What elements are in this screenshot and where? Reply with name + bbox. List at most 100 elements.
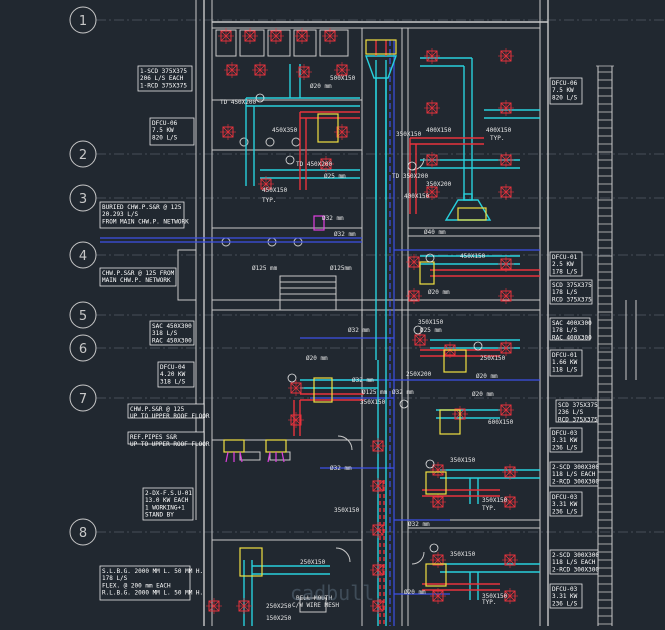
dimension-label: Ø32 mm	[330, 465, 352, 472]
grid-axis-bubble	[69, 384, 97, 412]
dimension-label: 350X150	[450, 457, 476, 464]
diffuser	[370, 562, 386, 578]
annotation-box: S.L.B.G. 2000 MM L. 50 MM H.178 L/SFLEX.…	[99, 565, 203, 601]
annotation-text: 178 L/S	[552, 327, 578, 334]
annotation-text: 318 L/S	[152, 330, 178, 337]
annotation-text: SAC 400X300	[552, 320, 592, 327]
diffuser	[242, 28, 258, 44]
dimension-label: 450X150	[460, 253, 486, 260]
annotation-text: SCD 375X375	[552, 282, 592, 289]
diffuser	[268, 28, 284, 44]
grid-axis-id: 2	[79, 148, 87, 163]
diffuser	[334, 124, 350, 140]
annotation-text: 2-DX-F.S.U-01	[145, 490, 192, 497]
annotation-text: RAC 400X300	[552, 334, 592, 341]
annotation-text: 236 L/S	[552, 508, 578, 515]
annotation-text: 7.5 KW	[552, 87, 574, 94]
diffuser	[218, 28, 234, 44]
annotation-text: 820 L/S	[152, 134, 178, 141]
diffuser	[370, 598, 386, 614]
annotation-text: 1 WORKING+1	[145, 504, 185, 511]
diffuser	[424, 152, 440, 168]
diffuser	[288, 412, 304, 428]
fcu-unit	[457, 207, 487, 221]
dimension-label: 350X150	[482, 497, 508, 504]
annotation-text: S.L.B.G. 2000 MM L. 50 MM H.	[102, 568, 203, 575]
grid-axis-bubble	[69, 518, 97, 546]
grid-axis-bubble	[69, 184, 97, 212]
magenta-marker-layer	[225, 215, 325, 463]
annotation-text: STAND BY	[145, 512, 174, 519]
fcu-unit	[223, 439, 245, 453]
annotation-text: RCD 375X375	[558, 416, 598, 423]
annotation-text: 178 L/S	[102, 575, 128, 582]
dimension-label: 250X150	[300, 559, 326, 566]
annotation-box: REF.PIPES S&RUP TO UPPER ROOF FLOOR	[127, 431, 210, 448]
ladder-layer	[596, 65, 614, 625]
diffuser	[220, 124, 236, 140]
annotation-text: 3.31 KW	[552, 437, 578, 444]
dimension-label: TYP.	[490, 135, 504, 142]
diffuser	[502, 552, 518, 568]
diffuser	[498, 184, 514, 200]
annotation-text: DFCU-01	[552, 352, 578, 359]
annotation-text: FROM MAIN CHW.P. NETWORK	[102, 218, 189, 225]
annotation-text: UP TO UPPER ROOF FLOOR	[130, 441, 210, 448]
dimension-label: Ø25 mm	[324, 173, 346, 180]
dimension-label: 150X250	[266, 615, 292, 622]
diffuser-layer	[206, 28, 518, 614]
annotation-text: 1-RCD 375X375	[140, 82, 187, 89]
diffuser	[430, 552, 446, 568]
dimension-label: 450X350	[272, 127, 298, 134]
annotation-text: R.L.B.G. 2000 MM L. 50 MM H.	[102, 590, 203, 597]
annotation-text: SAC 450X300	[152, 323, 192, 330]
annotation-text: 2-SCD 300X300	[552, 552, 599, 559]
annotation-text: 1.66 KW	[552, 359, 578, 366]
dimension-label: 450X150	[262, 187, 288, 194]
dimension-label: 350X150	[396, 131, 422, 138]
fcu-unit	[365, 39, 397, 55]
fcu-unit	[439, 409, 461, 435]
dimension-label: 350X150	[450, 551, 476, 558]
annotation-text: 206 L/S EACH	[140, 75, 184, 82]
diffuser	[370, 438, 386, 454]
grid-axis-id: 8	[79, 526, 87, 541]
diffuser	[502, 588, 518, 604]
dimension-label: Ø32 mm	[352, 377, 374, 384]
dimension-label: Ø32 mm	[392, 389, 414, 396]
grid-axis-id: 1	[79, 14, 87, 29]
diffuser	[288, 380, 304, 396]
diffuser	[236, 598, 252, 614]
diffuser	[424, 48, 440, 64]
annotation-text: 20.293 L/S	[102, 211, 139, 218]
diffuser	[498, 288, 514, 304]
annotation-text: MAIN CHW.P. NETWORK	[102, 277, 171, 284]
diffuser	[502, 464, 518, 480]
grid-axis-bubble	[69, 241, 97, 269]
annotation-text: REF.PIPES S&R	[130, 434, 177, 441]
grid-axis-bubble	[69, 6, 97, 34]
annotation-text: BURIED CHW.P.S&R @ 125	[102, 204, 182, 211]
dimension-label: TD 350X200	[392, 173, 429, 180]
dimension-label: Ø20 mm	[306, 355, 328, 362]
annotation-text: 820 L/S	[552, 94, 578, 101]
dimension-label: 400X150	[404, 193, 430, 200]
annotation-text: 236 L/S	[552, 444, 578, 451]
annotation-text: DFCU-06	[152, 120, 178, 127]
dimension-label: Ø20 mm	[404, 589, 426, 596]
diffuser	[370, 478, 386, 494]
dimension-label: 250X200	[406, 371, 432, 378]
dimension-label: TYP.	[482, 599, 496, 606]
grid-axis-bubble	[69, 301, 97, 329]
fcu-unit	[317, 113, 339, 143]
diffuser	[406, 254, 422, 270]
